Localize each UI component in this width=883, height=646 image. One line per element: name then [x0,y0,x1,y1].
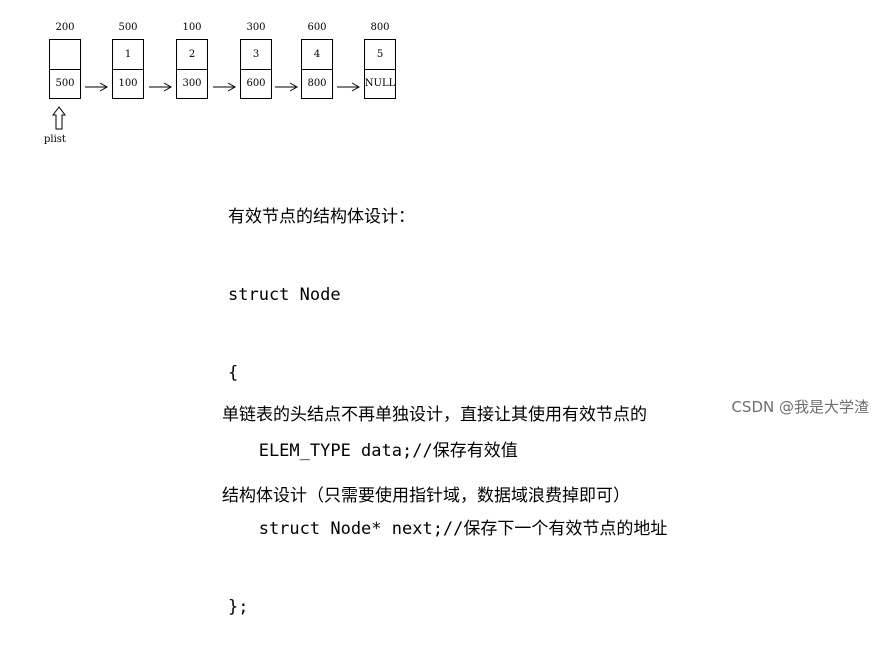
code-line: 有效节点的结构体设计： [228,207,415,227]
node-2-address: 100 [182,22,202,33]
node-4-data-field: 4 [302,40,332,70]
node-1-data-field: 1 [113,40,143,70]
node-4: 4 800 [301,39,333,99]
code-line: struct Node [228,285,341,305]
linked-list-diagram: 200 500 500 1 100 100 2 300 300 3 600 60… [0,0,883,160]
node-5-data-field: 5 [365,40,395,70]
code-line: }; [228,597,249,617]
node-4-next-field: 800 [307,77,327,89]
node-3: 3 600 [240,39,272,99]
node-5-address: 800 [370,22,390,33]
node-1-address: 500 [118,22,138,33]
up-arrow-icon [52,106,66,130]
node-2-next-field: 300 [182,77,202,89]
right-arrow-icon [85,82,109,92]
node-4-address: 600 [307,22,327,33]
head-node-data-field [50,40,80,70]
right-arrow-icon [149,82,173,92]
plist-label: plist [44,134,66,145]
code-line: { [228,363,239,383]
head-node: 500 [49,39,81,99]
right-arrow-icon [337,82,361,92]
node-2: 2 300 [176,39,208,99]
csdn-watermark: CSDN @我是大学渣 [731,398,869,416]
right-arrow-icon [213,82,237,92]
note-line: 结构体设计（只需要使用指针域，数据域浪费掉即可） [222,486,630,506]
node-3-address: 300 [246,22,266,33]
node-1: 1 100 [112,39,144,99]
node-3-data-field: 3 [241,40,271,70]
node-5-next-field: NULL [364,77,396,89]
node-1-next-field: 100 [118,77,138,89]
node-5: 5 NULL [364,39,396,99]
node-2-data-field: 2 [177,40,207,70]
note-line: 单链表的头结点不再单独设计，直接让其使用有效节点的 [222,405,647,425]
head-node-note: 单链表的头结点不再单独设计，直接让其使用有效节点的 结构体设计（只需要使用指针域… [222,348,647,537]
head-node-next-field: 500 [55,77,75,89]
head-node-address: 200 [55,22,75,33]
right-arrow-icon [275,82,299,92]
node-3-next-field: 600 [246,77,266,89]
